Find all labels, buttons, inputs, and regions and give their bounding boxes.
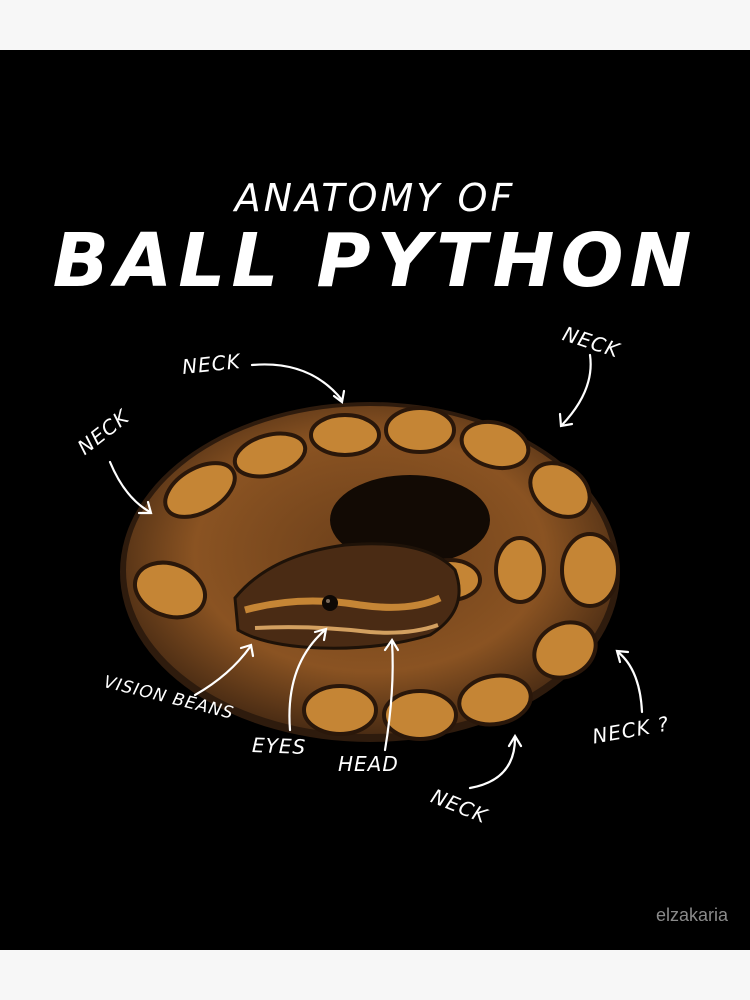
ball-python-image xyxy=(120,402,620,742)
arrow-neck-question xyxy=(616,650,644,714)
label-head: HEAD xyxy=(338,752,399,776)
poster: ANATOMY OF BALL PYTHON xyxy=(0,50,750,950)
annotation-arrows xyxy=(108,353,644,790)
label-eyes: EYES xyxy=(251,733,307,759)
watermark: elzakaria xyxy=(655,905,728,925)
arrow-neck-top xyxy=(250,363,344,402)
title-line-1: ANATOMY OF xyxy=(234,176,516,220)
arrow-neck-bottom xyxy=(468,736,517,790)
arrow-neck-right xyxy=(560,353,592,427)
arrow-vision-beans xyxy=(193,645,252,697)
arrow-neck-left xyxy=(108,460,152,514)
title-line-2: BALL PYTHON xyxy=(52,218,698,304)
illustration xyxy=(108,353,644,790)
arrow-head xyxy=(383,640,394,752)
arrow-eyes xyxy=(288,628,327,732)
